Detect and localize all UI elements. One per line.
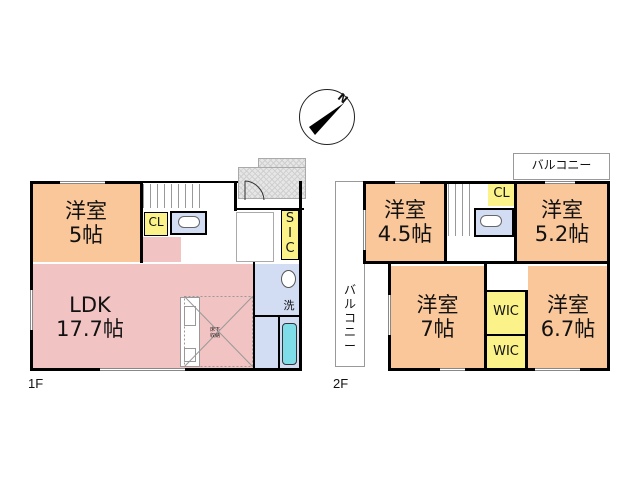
balcony-side xyxy=(335,181,365,367)
staircase-2f xyxy=(448,184,474,236)
closet-2f-label: CL xyxy=(493,186,510,201)
western-room-6-7 xyxy=(528,266,608,368)
underfloor-storage-label: 床下 収納 xyxy=(209,327,220,339)
room-name: LDK xyxy=(69,293,111,317)
floor-1-label: 1F xyxy=(28,376,44,391)
western-room-5 xyxy=(32,183,140,262)
sic-letter-i: I xyxy=(288,226,292,241)
entrance-door-icon xyxy=(244,180,265,201)
utility-1f xyxy=(255,317,278,369)
room-size: 17.7帖 xyxy=(56,317,124,342)
walk-in-closet-2 xyxy=(487,336,525,368)
wash-basin-icon xyxy=(281,270,296,288)
western-room-5-2 xyxy=(516,183,608,262)
hallway-1f xyxy=(143,237,181,262)
window xyxy=(388,295,391,335)
window xyxy=(363,210,366,250)
toilet-icon xyxy=(480,215,502,227)
room-size: 7帖 xyxy=(420,317,455,342)
hallway-2f xyxy=(446,240,514,262)
balcony-top-label: バルコニー xyxy=(531,158,592,172)
staircase-1f xyxy=(143,184,205,208)
bathtub-icon xyxy=(282,323,297,365)
window xyxy=(60,181,105,184)
sic-letter-s: S xyxy=(285,211,295,226)
room-name: 洋室 xyxy=(547,293,589,317)
sic-letter-c: C xyxy=(285,241,295,256)
window xyxy=(100,368,185,371)
compass: N xyxy=(299,89,355,145)
room-name: 洋室 xyxy=(541,198,583,222)
char: ニ xyxy=(343,325,356,339)
window xyxy=(30,290,33,330)
toilet-icon xyxy=(178,216,200,228)
closet-1f xyxy=(144,212,168,236)
char: ル xyxy=(343,297,356,311)
char: コ xyxy=(343,311,356,325)
room-6-7-label: 洋室 6.7帖 xyxy=(528,293,608,341)
walk-in-closet-1 xyxy=(487,292,525,334)
room-4-5-label: 洋室 4.5帖 xyxy=(366,198,444,246)
closet-2f xyxy=(488,184,515,206)
ldk-room xyxy=(32,264,253,369)
floor-2-label: 2F xyxy=(333,376,349,391)
underfloor-storage-mark xyxy=(184,296,254,368)
room-size: 5.2帖 xyxy=(534,222,590,247)
room-name: 洋室 xyxy=(384,198,426,222)
western-room-5-label: 洋室 5帖 xyxy=(32,199,140,247)
closet-1f-label: CL xyxy=(148,215,164,229)
wic-2-label: WIC xyxy=(493,344,519,359)
window xyxy=(545,181,575,184)
ldk-label: LDK 17.7帖 xyxy=(40,293,140,341)
window xyxy=(440,368,465,371)
balcony-side-label: バ ル コ ニ ー xyxy=(342,283,358,353)
sic-label: S I C xyxy=(281,211,299,256)
room-size: 6.7帖 xyxy=(540,317,596,342)
window xyxy=(395,181,420,184)
char: バ xyxy=(343,283,356,297)
washroom-label: 洗 xyxy=(283,299,295,312)
western-room-7 xyxy=(391,266,484,368)
western-room-4-5 xyxy=(366,183,444,262)
wic-1-label: WIC xyxy=(493,304,519,319)
shoe-in-closet xyxy=(281,210,299,260)
room-size: 4.5帖 xyxy=(377,222,433,247)
char: ー xyxy=(343,339,356,353)
room-7-label: 洋室 7帖 xyxy=(391,293,484,341)
room-size: 5帖 xyxy=(68,223,104,248)
room-5-2-label: 洋室 5.2帖 xyxy=(516,198,608,246)
entry-hall xyxy=(236,212,274,262)
entrance-step xyxy=(238,167,306,199)
room-name: 洋室 xyxy=(65,199,107,223)
room-name: 洋室 xyxy=(416,293,459,317)
balcony-top xyxy=(513,153,610,180)
window xyxy=(535,368,580,371)
north-arrow-icon xyxy=(309,103,344,135)
